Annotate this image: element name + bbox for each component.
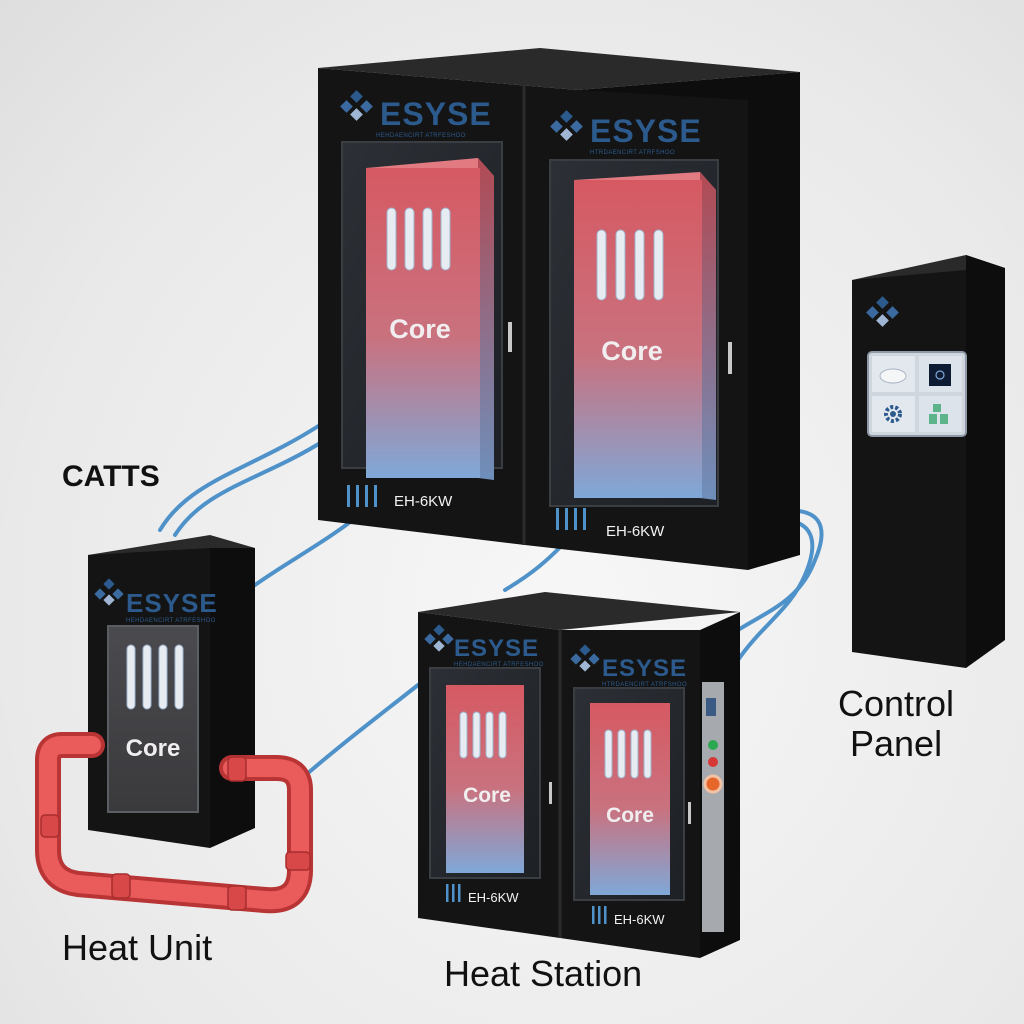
- door-handle: [508, 322, 512, 352]
- brand-tagline: HEHDAENCIRT ATRFESHOO: [126, 618, 216, 624]
- vent-slots-icon: [604, 729, 652, 779]
- orange-button[interactable]: [703, 774, 723, 794]
- brand-tagline: HTRDAENCIRT ATRFSHOO: [590, 150, 675, 156]
- brand-name: ESYSE: [602, 655, 687, 682]
- brand-tagline: HEHDAENCIRT ATRFESHOO: [376, 133, 466, 139]
- brand-tagline: HTRDAENCIRT ATRFSHOO: [602, 682, 687, 688]
- status-bars-icon: [446, 884, 461, 902]
- core-unit-2: ESYSE HTRDAENCIRT ATRFSHOO Core EH-6KW: [549, 110, 732, 540]
- brand-name: ESYSE: [126, 588, 218, 618]
- status-bars-icon: [347, 485, 377, 507]
- door-handle: [549, 782, 552, 804]
- core-block: [590, 703, 670, 895]
- core-label: Core: [126, 735, 181, 762]
- vent-slots-icon: [596, 229, 664, 301]
- green-indicator: [708, 740, 718, 750]
- pipe-control-a: [736, 508, 824, 632]
- heat-unit-cabinet: ESYSE HEHDAENCIRT ATRFESHOO Core: [88, 535, 255, 848]
- grid-icon[interactable]: [929, 404, 948, 424]
- core-label: Core: [463, 784, 511, 807]
- label-control-panel-line1: Control: [838, 683, 954, 724]
- door-handle: [688, 802, 691, 824]
- brand-logo-icon: [340, 90, 373, 121]
- heat-station-unit-1: ESYSE HEHDAENCIRT ATRFESHOO Core EH-6KW: [424, 624, 552, 905]
- model-label: EH-6KW: [606, 523, 665, 540]
- status-bars-icon: [592, 906, 607, 924]
- core-label: Core: [606, 804, 654, 827]
- control-panel-cabinet: [852, 255, 1005, 668]
- cloud-icon[interactable]: [879, 368, 907, 384]
- label-control-panel-line2: Panel: [850, 723, 942, 764]
- pipe-catts-b: [173, 438, 327, 537]
- model-label: EH-6KW: [614, 912, 665, 927]
- heat-station-unit-2: ESYSE HTRDAENCIRT ATRFSHOO Core EH-6KW: [570, 644, 691, 927]
- touch-screen[interactable]: [867, 351, 967, 437]
- model-label: EH-6KW: [468, 890, 519, 905]
- brand-name: ESYSE: [454, 635, 539, 662]
- red-indicator: [708, 757, 718, 767]
- brand-name: ESYSE: [380, 96, 492, 132]
- door-handle: [728, 342, 732, 374]
- model-label: EH-6KW: [394, 493, 453, 510]
- vent-slots-icon: [459, 711, 507, 759]
- gear-icon[interactable]: [884, 405, 902, 423]
- pipe-catts-a: [158, 423, 322, 532]
- brand-tagline: HEHDAENCIRT ATRFESHOO: [454, 662, 544, 668]
- heat-pipe-loop: [35, 732, 313, 914]
- status-bars-icon: [556, 508, 586, 530]
- pipe-heatunit-heatstation: [298, 683, 420, 782]
- label-heat-unit: Heat Unit: [62, 927, 212, 968]
- side-control-strip: [702, 682, 724, 932]
- core-label: Core: [389, 314, 451, 344]
- pipe-control-b: [736, 518, 815, 662]
- label-catts: CATTS: [62, 460, 160, 493]
- vent-slots-icon: [386, 207, 451, 271]
- side-display: [706, 698, 716, 716]
- core-label: Core: [601, 336, 663, 366]
- power-icon[interactable]: [929, 364, 951, 386]
- core-unit-1: ESYSE HEHDAENCIRT ATRFESHOO Core EH-6KW: [340, 90, 512, 510]
- core-block: [446, 685, 524, 873]
- glass-door: [107, 625, 199, 813]
- brand-name: ESYSE: [590, 113, 702, 149]
- vent-slots-icon: [126, 644, 184, 710]
- label-heat-station: Heat Station: [444, 953, 642, 994]
